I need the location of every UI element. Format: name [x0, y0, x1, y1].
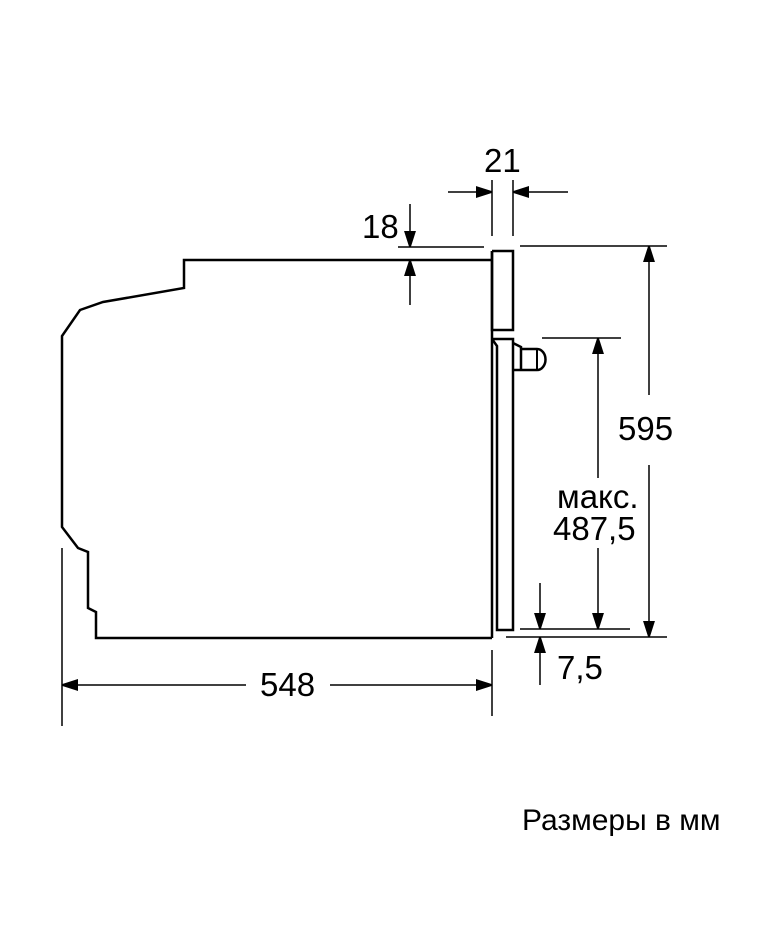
- knob-icon: [512, 341, 547, 372]
- dim-548-label: 548: [260, 666, 316, 703]
- dim-max-value: 487,5: [553, 510, 636, 547]
- dim-21-label: 21: [484, 142, 521, 179]
- dim-18-label: 18: [362, 208, 399, 245]
- door-lower: [490, 337, 515, 632]
- door-frame-upper: [490, 249, 515, 332]
- dim-7-5-label: 7,5: [557, 649, 603, 686]
- oven-body-outline: [60, 258, 492, 640]
- dim-max-label: макс.: [557, 478, 639, 515]
- units-caption: Размеры в мм: [522, 804, 721, 837]
- dim-595-label: 595: [618, 410, 674, 447]
